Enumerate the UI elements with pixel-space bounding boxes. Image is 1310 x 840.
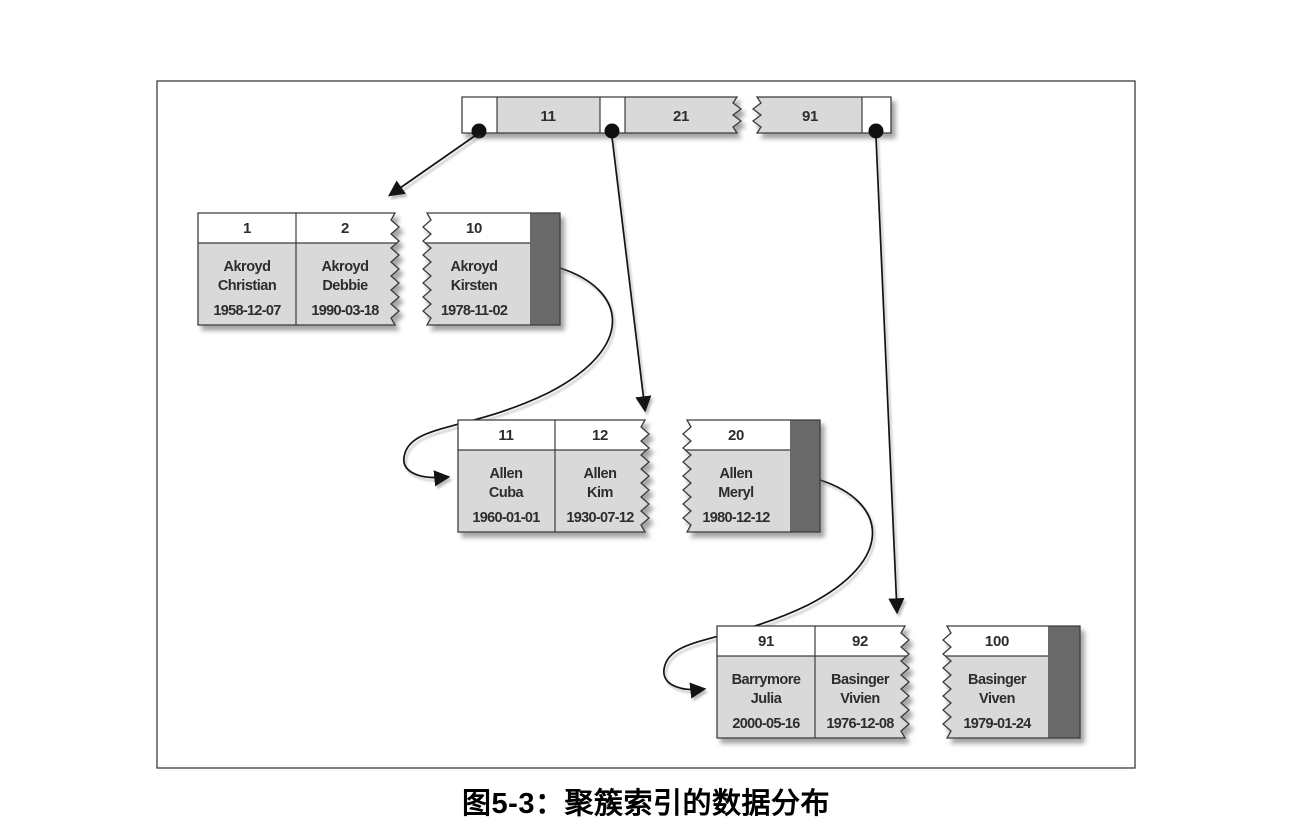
record-key: 20 bbox=[728, 427, 744, 444]
record-date: 2000-05-16 bbox=[732, 716, 800, 732]
record-first-name: Christian bbox=[218, 278, 276, 294]
record-date: 1979-01-24 bbox=[963, 716, 1031, 732]
next-page-pointer-bar bbox=[1048, 626, 1080, 738]
record-first-name: Cuba bbox=[489, 485, 525, 501]
leaf-page-3: 91 92 100 Barrymore Julia 2000-05-16 Bas… bbox=[716, 625, 1081, 739]
leaf-page-3-left-part bbox=[716, 625, 910, 739]
torn-edge bbox=[751, 96, 892, 134]
record-first-name: Kim bbox=[587, 485, 613, 501]
leaf-page-2-right-part bbox=[682, 419, 821, 533]
record-date: 1978-11-02 bbox=[441, 303, 508, 319]
leaf-page-1-labels: 1 2 10 Akroyd Christian 1958-12-07 Akroy… bbox=[213, 220, 508, 319]
figure-border bbox=[156, 80, 1136, 769]
record-date: 1980-12-12 bbox=[702, 510, 770, 526]
record-date: 1976-12-08 bbox=[826, 716, 894, 732]
record-key: 12 bbox=[592, 427, 608, 444]
torn-edge bbox=[461, 96, 743, 134]
internal-key: 21 bbox=[673, 108, 689, 125]
record-date: 1990-03-18 bbox=[311, 303, 379, 319]
internal-key-cell bbox=[753, 97, 862, 133]
record-last-name: Basinger bbox=[968, 672, 1027, 688]
record-first-name: Viven bbox=[979, 691, 1015, 707]
torn-edge bbox=[422, 212, 561, 326]
leaf-page-2-labels: 11 12 20 Allen Cuba 1960-01-01 Allen Kim… bbox=[472, 427, 771, 526]
torn-edge bbox=[457, 419, 650, 533]
record-last-name: Akroyd bbox=[451, 259, 498, 275]
torn-edge bbox=[682, 419, 821, 533]
leaf-page-1-left-part bbox=[197, 212, 400, 326]
record-key: 92 bbox=[852, 633, 868, 650]
record-key: 10 bbox=[466, 220, 482, 237]
child-pointer-dot bbox=[604, 123, 620, 139]
record-last-name: Allen bbox=[720, 466, 753, 482]
arrow-to-leaf-3 bbox=[875, 136, 905, 615]
internal-key: 91 bbox=[802, 108, 818, 125]
torn-edge bbox=[197, 212, 400, 326]
record-first-name: Kirsten bbox=[451, 278, 497, 294]
record-key: 11 bbox=[498, 427, 513, 444]
internal-key-cell bbox=[625, 97, 741, 133]
record-first-name: Meryl bbox=[718, 485, 753, 501]
arrow-to-leaf-2 bbox=[611, 136, 652, 413]
torn-edge bbox=[942, 625, 1081, 739]
internal-key: 11 bbox=[540, 108, 555, 125]
record-date: 1960-01-01 bbox=[472, 510, 540, 526]
internal-node: 11 21 91 bbox=[461, 96, 892, 139]
internal-node-right-part bbox=[751, 96, 892, 134]
record-first-name: Julia bbox=[751, 691, 783, 707]
record-key: 91 bbox=[758, 633, 774, 650]
leaf-page-3-labels: 91 92 100 Barrymore Julia 2000-05-16 Bas… bbox=[732, 633, 1032, 732]
next-page-link-leaf1-leaf2 bbox=[403, 267, 614, 487]
leaf-page-2: 11 12 20 Allen Cuba 1960-01-01 Allen Kim… bbox=[457, 419, 821, 533]
record-key: 1 bbox=[243, 220, 251, 237]
record-last-name: Basinger bbox=[831, 672, 890, 688]
record-first-name: Vivien bbox=[840, 691, 879, 707]
record-date: 1958-12-07 bbox=[213, 303, 281, 319]
record-last-name: Allen bbox=[584, 466, 617, 482]
record-first-name: Debbie bbox=[322, 278, 368, 294]
leaf-page-2-left-part bbox=[457, 419, 650, 533]
torn-edge bbox=[716, 625, 910, 739]
child-pointer-dot bbox=[868, 123, 884, 139]
record-key: 2 bbox=[341, 220, 349, 237]
record-key: 100 bbox=[985, 633, 1009, 650]
next-page-pointer-bar bbox=[530, 213, 560, 325]
record-last-name: Akroyd bbox=[224, 259, 271, 275]
record-last-name: Barrymore bbox=[732, 672, 801, 688]
record-date: 1930-07-12 bbox=[566, 510, 634, 526]
leaf-page-1-right-part bbox=[422, 212, 561, 326]
leaf-page-1: 1 2 10 Akroyd Christian 1958-12-07 Akroy… bbox=[197, 212, 561, 326]
record-last-name: Allen bbox=[490, 466, 523, 482]
record-last-name: Akroyd bbox=[322, 259, 369, 275]
internal-key-cell bbox=[497, 97, 600, 133]
leaf-page-3-right-part bbox=[942, 625, 1081, 739]
arrow-to-leaf-1 bbox=[388, 132, 480, 197]
internal-node-left-part bbox=[461, 96, 743, 134]
next-page-pointer-bar bbox=[790, 420, 820, 532]
figure-caption: 图5-3：聚簇索引的数据分布 bbox=[462, 788, 830, 820]
